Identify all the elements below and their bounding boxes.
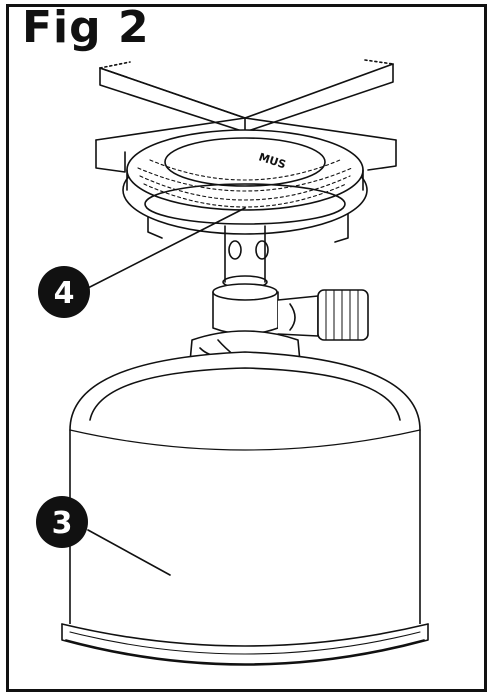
gas-canister — [61, 351, 429, 666]
callout-3: 3 — [36, 496, 88, 548]
valve-body — [212, 283, 369, 341]
burner-head — [122, 129, 368, 235]
leader-line-burner — [83, 207, 246, 291]
figure-frame — [6, 4, 487, 692]
burner-stem — [222, 225, 269, 289]
figure-title: Fig 2 — [22, 2, 150, 53]
callout-4-label: 4 — [54, 276, 75, 311]
callout-3-label: 3 — [52, 506, 73, 541]
callout-4: 4 — [38, 266, 90, 318]
leader-line-canister — [87, 529, 171, 576]
